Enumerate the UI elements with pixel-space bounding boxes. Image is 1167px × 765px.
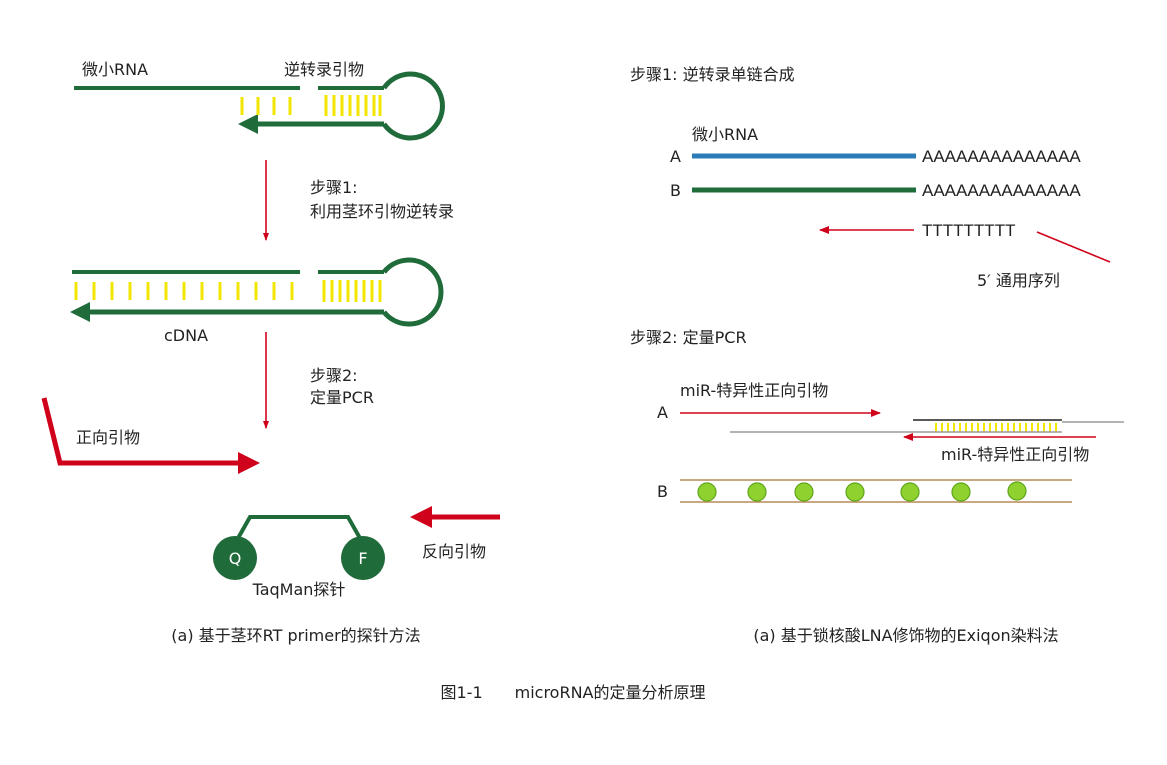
step2-desc: 定量PCR xyxy=(310,388,374,407)
base-pair-ticks-top xyxy=(240,95,382,116)
row-a-label: A xyxy=(670,147,681,166)
stem-loop xyxy=(381,71,445,141)
universal-seq-label: 5′ 通用序列 xyxy=(977,271,1060,290)
taqman-probe-line xyxy=(235,515,363,541)
pairing-ticks xyxy=(935,423,1057,432)
sybr-dye-dots xyxy=(697,481,1027,502)
right-micro-rna-label: 微小RNA xyxy=(692,125,758,144)
quencher-label: Q xyxy=(229,549,242,568)
cdna-arrowhead xyxy=(70,302,90,322)
step2-title: 步骤2: xyxy=(310,366,358,385)
row-a2-label: A xyxy=(657,403,668,422)
rt-primer-label: 逆转录引物 xyxy=(284,60,364,79)
mir-primer-bottom-label: miR-特异性正向引物 xyxy=(941,445,1089,464)
universal-seq-tail xyxy=(1036,231,1111,263)
poly-a-tail-a: AAAAAAAAAAAAAA xyxy=(922,147,1081,166)
right-caption: (a) 基于锁核酸LNA修饰物的Exiqon染料法 xyxy=(753,626,1058,645)
fluor-circle xyxy=(341,536,385,580)
dye-dot xyxy=(951,482,971,502)
micro-rna-label: 微小RNA xyxy=(82,60,148,79)
left-caption: (a) 基于茎环RT primer的探针方法 xyxy=(171,626,420,645)
forward-primer-line xyxy=(41,397,240,466)
step1-title: 步骤1: xyxy=(310,178,358,197)
dye-dot xyxy=(747,482,767,502)
mir-primer-top-label: miR-特异性正向引物 xyxy=(680,381,828,400)
rt-arrowhead xyxy=(238,114,258,134)
poly-t-primer: TTTTTTTTT xyxy=(922,221,1015,240)
figure-caption: 图1-1 microRNA的定量分析原理 xyxy=(440,683,705,702)
reverse-primer-label: 反向引物 xyxy=(422,542,486,561)
row-b-label: B xyxy=(670,181,681,200)
dye-dot xyxy=(697,482,717,502)
cdna-stem-loop xyxy=(382,257,444,327)
step1-desc: 利用茎环引物逆转录 xyxy=(310,202,454,221)
dye-dot xyxy=(845,482,865,502)
right-step2-title: 步骤2: 定量PCR xyxy=(630,328,747,347)
cdna-label: cDNA xyxy=(164,326,208,345)
quencher-circle xyxy=(213,536,257,580)
dye-dot xyxy=(794,482,814,502)
fluor-label: F xyxy=(358,549,367,568)
taqman-probe-label: TaqMan探针 xyxy=(252,580,346,599)
forward-primer-label: 正向引物 xyxy=(76,428,140,447)
left-panel: 微小RNA 逆转录引物 步骤1: 利用茎环引物逆转录 xyxy=(41,60,500,645)
base-pair-ticks-cdna xyxy=(74,280,382,302)
right-step1-title: 步骤1: 逆转录单链合成 xyxy=(630,65,795,84)
reverse-primer-arrowhead xyxy=(410,506,432,528)
poly-a-tail-b: AAAAAAAAAAAAAA xyxy=(922,181,1081,200)
dye-dot xyxy=(900,482,920,502)
right-panel: 步骤1: 逆转录单链合成 微小RNA A AAAAAAAAAAAAAA B AA… xyxy=(630,65,1124,645)
row-b2-label: B xyxy=(657,482,668,501)
dye-dot xyxy=(1007,481,1027,501)
forward-primer-arrowhead xyxy=(238,452,260,474)
